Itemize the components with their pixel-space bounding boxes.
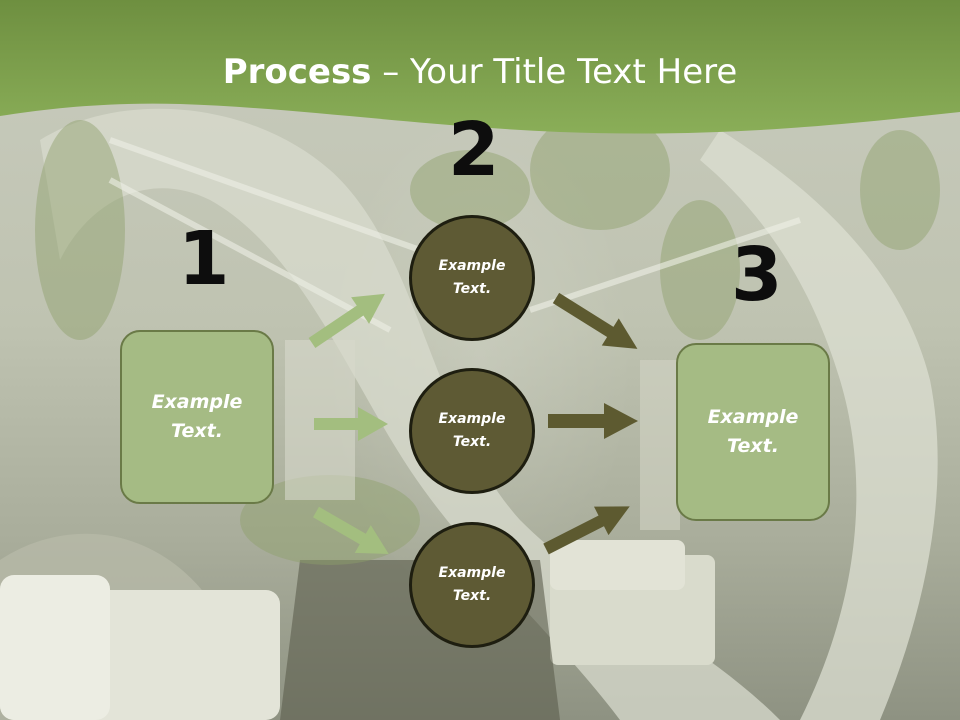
step-box-3-text: Example Text. — [707, 406, 799, 457]
step-circle-3-text: Example Text. — [438, 565, 506, 604]
title-bold: Process — [222, 52, 372, 92]
step-number-2: 2 — [448, 107, 500, 193]
step-circle-2-text: Example Text. — [438, 411, 506, 450]
title-band — [0, 0, 960, 134]
step-box-1[interactable]: Example Text. — [120, 330, 274, 504]
step-circle-2[interactable]: Example Text. — [409, 368, 535, 494]
title-rest: – Your Title Text Here — [371, 52, 738, 92]
step-circle-1-text: Example Text. — [438, 258, 506, 297]
step-number-1: 1 — [178, 216, 230, 302]
step-box-3[interactable]: Example Text. — [676, 343, 830, 521]
step-circle-1[interactable]: Example Text. — [409, 215, 535, 341]
slide-title: Process – Your Title Text Here — [0, 52, 960, 92]
step-box-1-text: Example Text. — [151, 391, 243, 442]
step-number-3: 3 — [731, 232, 783, 318]
step-circle-3[interactable]: Example Text. — [409, 522, 535, 648]
